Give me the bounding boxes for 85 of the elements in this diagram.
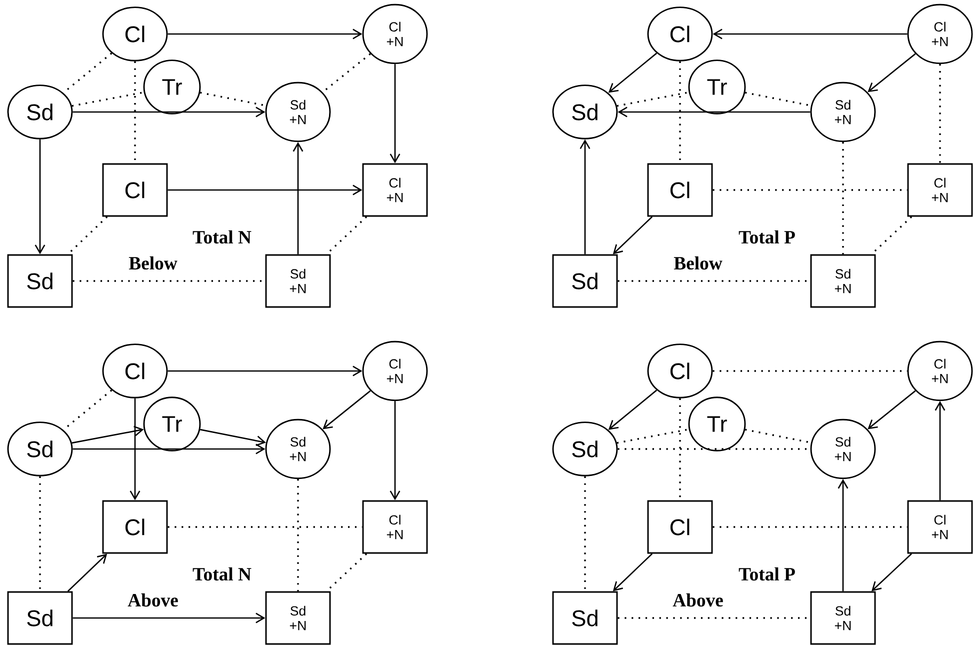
circle-node: Cl +N [362,4,428,64]
arrow [618,106,810,118]
panel-label: Total P [738,230,795,244]
square-node: Cl +N [907,163,973,217]
arrow [72,612,266,624]
circle-node: Sd +N [265,82,331,142]
dotted-line [62,390,112,430]
square-node: Sd +N [810,254,876,308]
arrow [934,401,946,500]
square-node: Cl +N [362,163,428,217]
panel-label: Total N [192,230,252,244]
arrow [34,139,46,254]
square-node: Sd +N [265,254,331,308]
arrow [580,139,590,254]
arrow [72,106,266,118]
circle-node: Sd [552,422,618,476]
dotted-line [62,52,112,94]
panel-label: Below [674,256,722,270]
circle-node: Tr [143,396,201,452]
arrow [72,444,266,454]
circle-node: Cl +N [907,340,973,402]
panel-label: Above [672,593,723,607]
arrow [390,64,400,164]
panel-label: Below [128,256,178,270]
square-node: Cl +N [907,500,973,554]
dotted-line [168,526,362,528]
arrow [168,184,362,196]
circle-node: Sd [7,84,73,140]
arrow [612,553,653,592]
arrow [612,216,653,254]
square-node: Sd +N [265,591,331,645]
square-node: Cl [102,500,168,554]
arrow [200,428,266,446]
dotted-line [712,526,908,528]
arrow [390,401,400,500]
circle-node: Sd +N [810,418,876,480]
circle-node: Cl [102,6,168,62]
arrow [72,426,144,444]
circle-node: Tr [143,60,201,114]
dotted-line [712,189,908,191]
arrow [868,53,916,92]
circle-node: Sd [552,84,618,140]
dotted-line [939,64,941,164]
square-node: Sd +N [810,591,876,645]
square-node: Cl [647,500,713,554]
arrow [868,390,916,430]
circle-node: Sd +N [810,82,876,142]
dotted-line [584,476,586,592]
dotted-line [842,142,844,254]
dotted-line [616,91,689,107]
arrow [608,52,658,93]
arrow [168,366,362,376]
panel-label: Total N [192,567,252,581]
circle-node: Cl [647,344,713,398]
circle-node: Sd [7,422,73,476]
square-node: Cl +N [362,500,428,554]
arrow [292,142,304,254]
arrow [608,390,658,430]
square-node: Cl [102,163,168,217]
dotted-line [616,428,689,444]
arrow [168,28,362,40]
arrow [67,554,108,592]
square-node: Sd [552,254,618,308]
circle-node: Sd +N [265,418,331,480]
circle-node: Tr [688,60,746,114]
arrow [838,479,848,592]
circle-node: Cl [102,344,168,398]
dotted-line [39,476,41,592]
square-node: Sd [552,591,618,645]
arrow [712,28,908,40]
circle-node: Cl +N [362,340,428,402]
dotted-line [712,370,908,372]
square-node: Cl [647,163,713,217]
square-node: Sd [7,591,73,645]
panel-label: Total P [738,567,795,581]
circle-node: Cl +N [907,4,973,64]
panel-label: Above [128,593,178,607]
square-node: Sd [7,254,73,308]
arrow [130,398,140,500]
dotted-line [72,91,144,107]
arrow [872,553,912,592]
arrow [322,390,371,430]
dotted-line [297,479,299,592]
circle-node: Cl [647,6,713,62]
circle-node: Tr [688,396,746,452]
